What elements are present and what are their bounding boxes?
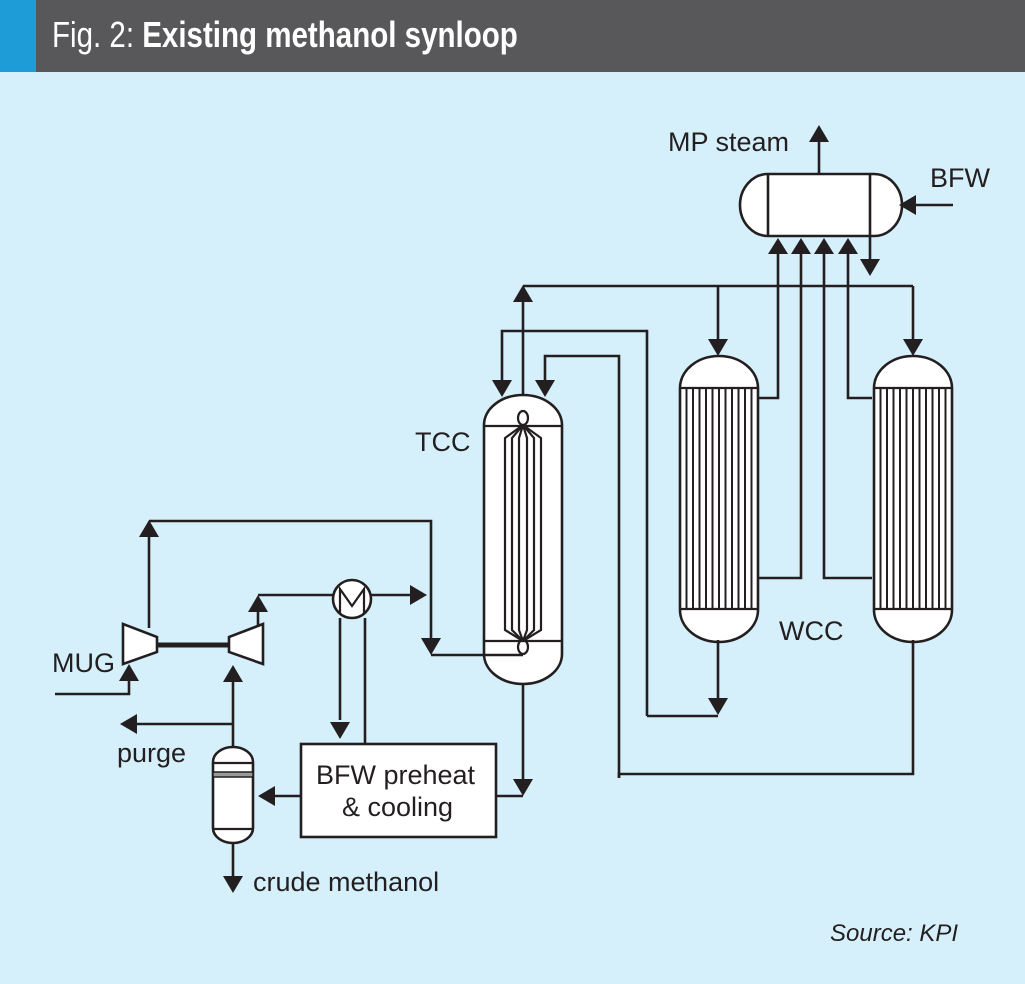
label-purge: purge bbox=[117, 738, 186, 768]
mug-discharge-line bbox=[139, 519, 523, 657]
exchanger-to-cooler-lines bbox=[330, 618, 367, 744]
figure-title-main: Existing methanol synloop bbox=[142, 14, 518, 55]
bfw-inlet-line bbox=[899, 195, 953, 215]
wcc-outlet-lines bbox=[617, 640, 915, 778]
label-mp-steam: MP steam bbox=[668, 127, 789, 157]
arrow-down-icon bbox=[860, 259, 880, 276]
riser-lines bbox=[758, 238, 872, 580]
arrow-left-icon bbox=[899, 195, 916, 215]
bfw-preheat-cooling-box: BFW preheat & cooling bbox=[299, 742, 498, 839]
header-accent-bar bbox=[0, 0, 36, 72]
wcc-reactor-1 bbox=[678, 354, 760, 644]
mug-compressor bbox=[121, 622, 159, 666]
wcc2-tube-bundle bbox=[879, 388, 947, 609]
separator-overhead-line bbox=[120, 665, 243, 747]
tcc-tube-bundle bbox=[503, 409, 543, 656]
mug-feed-line bbox=[55, 664, 139, 696]
feed-effluent-exchanger bbox=[331, 578, 373, 620]
steam-drum bbox=[738, 172, 904, 238]
recycle-compressor bbox=[227, 622, 265, 666]
recycle-discharge-line bbox=[248, 585, 427, 627]
label-cooling: & cooling bbox=[342, 792, 453, 822]
tcc-outlet-line bbox=[496, 683, 533, 798]
cooler-to-separator-line bbox=[258, 786, 301, 806]
figure-header: Fig. 2: Existing methanol synloop bbox=[0, 0, 1025, 72]
tcc-reactor bbox=[482, 393, 564, 686]
downcomer-line bbox=[860, 236, 880, 276]
label-wcc: WCC bbox=[779, 616, 843, 646]
wcc-reactor-2 bbox=[872, 354, 954, 644]
mp-steam-outlet-line bbox=[809, 125, 829, 174]
figure-title: Fig. 2: Existing methanol synloop bbox=[52, 14, 518, 56]
label-bfw-preheat: BFW preheat bbox=[316, 760, 476, 790]
label-crude-methanol: crude methanol bbox=[253, 867, 439, 897]
arrow-up-icon bbox=[809, 125, 829, 142]
wcc1-tube-bundle bbox=[685, 388, 753, 609]
separator-vessel bbox=[211, 745, 255, 845]
figure-source: Source: KPI bbox=[830, 920, 958, 947]
label-bfw: BFW bbox=[930, 163, 991, 193]
figure-title-prefix: Fig. 2: bbox=[52, 14, 143, 55]
label-tcc: TCC bbox=[415, 427, 471, 457]
tcc-inlet-lines bbox=[492, 329, 649, 778]
label-mug: MUG bbox=[52, 648, 115, 678]
crude-methanol-outlet bbox=[223, 843, 243, 893]
